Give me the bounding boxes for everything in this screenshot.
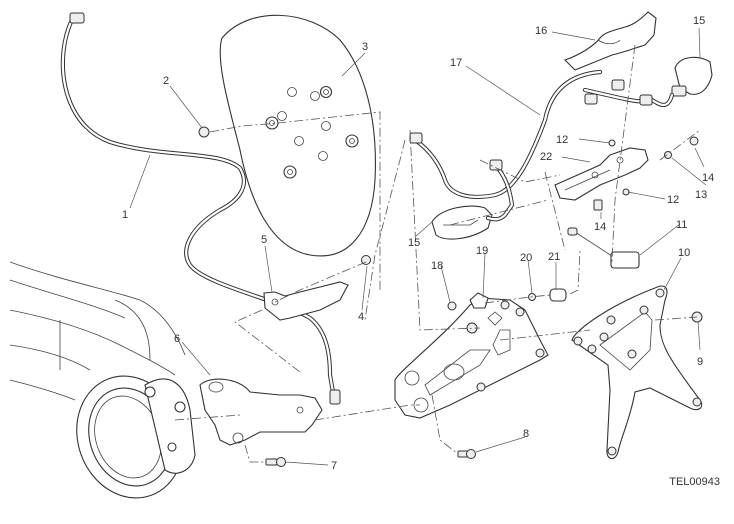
- callout-15-right: 15: [693, 15, 705, 27]
- bracket-5: [263, 281, 349, 321]
- turn-indicator-15-right: [671, 56, 713, 97]
- callout-11: 11: [676, 219, 687, 231]
- cover-plate-3: [219, 14, 376, 257]
- callout-5: 5: [261, 234, 267, 246]
- bracket-6: [199, 378, 323, 446]
- screw-7: [265, 457, 286, 467]
- callout-6: 6: [174, 333, 180, 345]
- screw-4: [361, 255, 371, 265]
- wiring-harness-17: [409, 69, 675, 222]
- callout-12-bottom: 12: [667, 194, 679, 206]
- callout-15-left: 15: [408, 237, 420, 249]
- drawing-reference-code: TEL00943: [669, 476, 720, 488]
- callout-8: 8: [523, 428, 529, 440]
- swingarm: [9, 261, 196, 499]
- bracket-10: [571, 285, 703, 460]
- assembly-lines: [174, 44, 701, 463]
- turn-indicator-15-left: [431, 205, 493, 240]
- callout-18: 18: [431, 260, 443, 272]
- callout-13: 13: [695, 189, 707, 201]
- callout-14-bottom: 14: [594, 221, 606, 233]
- license-plate-holder: [394, 297, 549, 419]
- plate-light-11: [567, 227, 640, 269]
- callout-17: 17: [450, 57, 462, 69]
- leader-lines: [129, 27, 707, 466]
- nut-2: [198, 126, 210, 138]
- callout-10: 10: [678, 247, 690, 259]
- screw-8: [457, 449, 476, 459]
- callout-22: 22: [540, 151, 552, 163]
- callout-2: 2: [163, 75, 169, 87]
- callout-7: 7: [331, 460, 337, 472]
- callout-4: 4: [358, 311, 364, 323]
- callout-14-right: 14: [702, 172, 714, 184]
- callout-9: 9: [697, 356, 703, 368]
- callout-20: 20: [520, 252, 532, 264]
- callout-16: 16: [535, 25, 547, 37]
- fasteners-18-20-21: [447, 288, 567, 311]
- callout-labels: 1 2 3 4 5 6 7 8 9 10 11 12 12 13 14 14 1…: [122, 15, 714, 472]
- callout-12-top: 12: [556, 134, 568, 146]
- callout-1: 1: [122, 209, 128, 221]
- callout-3: 3: [362, 41, 368, 53]
- support-22: [554, 147, 649, 201]
- callout-21: 21: [548, 251, 560, 263]
- cover-16: [563, 11, 657, 71]
- callout-19: 19: [476, 245, 488, 257]
